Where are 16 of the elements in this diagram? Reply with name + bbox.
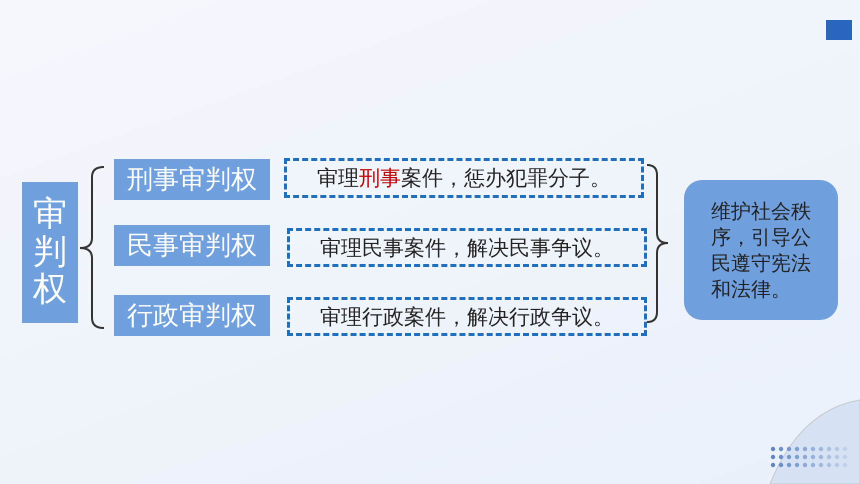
description-box [284,158,644,198]
title-box [22,182,78,323]
box-label: 刑事审判权 [127,164,257,197]
box-label: 审判权 [33,196,67,309]
category-box [114,225,270,266]
box-label: 行政审判权 [127,300,257,333]
description-box [287,228,647,267]
description-box [287,297,647,336]
category-box [114,159,270,200]
box-label: 审理行政案件，解决行政争议。 [320,304,614,330]
summary-box [684,180,838,320]
box-label: 审理刑事案件，惩办犯罪分子。 [317,165,611,192]
summary-text: 维护社会秩序，引导公民遵守宪法和法律。 [711,198,811,302]
category-box [114,295,270,336]
box-label: 民事审判权 [127,230,257,263]
box-label: 审理民事案件，解决民事争议。 [320,234,614,262]
